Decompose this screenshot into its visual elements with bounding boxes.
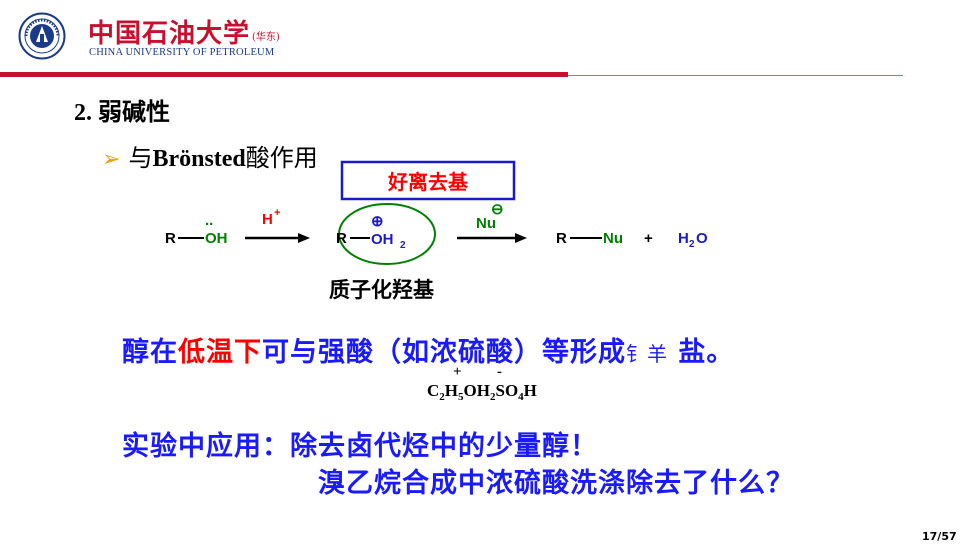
formula-h2: H xyxy=(477,381,490,400)
university-seal-icon xyxy=(18,12,66,60)
page-number: 17/57 xyxy=(922,530,957,543)
formula-o: O xyxy=(464,381,477,400)
section-title: 2. 弱碱性 xyxy=(74,100,170,126)
university-name-cn: 中国石油大学(华东) xyxy=(88,19,280,49)
leaving-group-label: 好离去基 xyxy=(387,170,469,194)
bullet-prefix: 与 xyxy=(128,144,153,172)
statement-part1: 醇在 xyxy=(122,337,178,368)
statement-highlight: 低温下 xyxy=(178,337,262,368)
formula-plus: + xyxy=(453,364,462,380)
statement-ion-small: 钅羊 xyxy=(626,342,668,366)
product-plus: + xyxy=(644,230,653,247)
reactant-r: R xyxy=(165,230,176,247)
leaving-group-box xyxy=(340,160,516,201)
bullet-item: ➢ 与Brönsted酸作用 xyxy=(102,138,318,173)
formula-minus: - xyxy=(497,364,502,380)
reactant-lone-pair: .. xyxy=(205,212,213,229)
statement-part3: 盐。 xyxy=(678,337,735,368)
formula-c: C xyxy=(427,381,439,400)
reaction-caption: 质子化羟基 xyxy=(329,278,435,302)
negative-charge: ⊖ xyxy=(491,201,504,218)
acid-h: H xyxy=(262,211,273,228)
intermediate-sub: 2 xyxy=(400,240,406,251)
application-line-2: 溴乙烷合成中浓硫酸洗涤除去了什么？ xyxy=(318,468,794,499)
header-red-bar xyxy=(0,72,568,77)
formula-hend: H xyxy=(524,381,537,400)
bullet-suffix: 酸作用 xyxy=(245,144,318,172)
formula-h: H xyxy=(445,381,458,400)
bullet-term: Brönsted xyxy=(152,146,246,172)
positive-charge: ⊕ xyxy=(371,213,384,230)
bullet-arrow-icon: ➢ xyxy=(102,147,121,172)
water-h: H xyxy=(678,230,689,247)
statement-oxonium: 醇在低温下可与强酸（如浓硫酸）等形成钅羊 盐。 xyxy=(122,330,734,369)
svg-text:C2H5OH2SO4H: C2H5OH2SO4H xyxy=(427,381,537,403)
acid-charge: + xyxy=(274,207,280,219)
formula-h2-sub: 2 xyxy=(490,391,496,403)
intermediate-r: R xyxy=(336,230,347,247)
formula-h-sub: 5 xyxy=(458,391,464,403)
product-r: R xyxy=(556,230,567,247)
protonated-oxygen-circle xyxy=(338,203,436,265)
university-campus: (华东) xyxy=(252,31,280,43)
formula-so-sub: 4 xyxy=(518,391,524,403)
product-nu: Nu xyxy=(603,230,623,247)
statement-part2: 可与强酸（如浓硫酸）等形成 xyxy=(262,337,626,368)
water-o: O xyxy=(696,230,708,247)
reactant-oh: OH xyxy=(205,230,228,247)
oxonium-salt-formula: + - C2H5OH2SO4H xyxy=(427,364,537,403)
formula-so: SO xyxy=(495,381,518,400)
reaction-scheme: 好离去基 R .. OH H + R ⊕ OH 2 Nu ⊖ R Nu + H … xyxy=(165,160,708,302)
formula-c-sub: 2 xyxy=(439,391,445,403)
intermediate-oh: OH xyxy=(371,231,394,248)
application-line-1: 实验中应用：除去卤代烃中的少量醇！ xyxy=(122,431,598,462)
nucleophile: Nu xyxy=(476,215,496,232)
university-name-en: CHINA UNIVERSITY OF PETROLEUM xyxy=(89,47,275,58)
water-sub: 2 xyxy=(689,239,695,250)
header-thin-line xyxy=(568,75,903,76)
